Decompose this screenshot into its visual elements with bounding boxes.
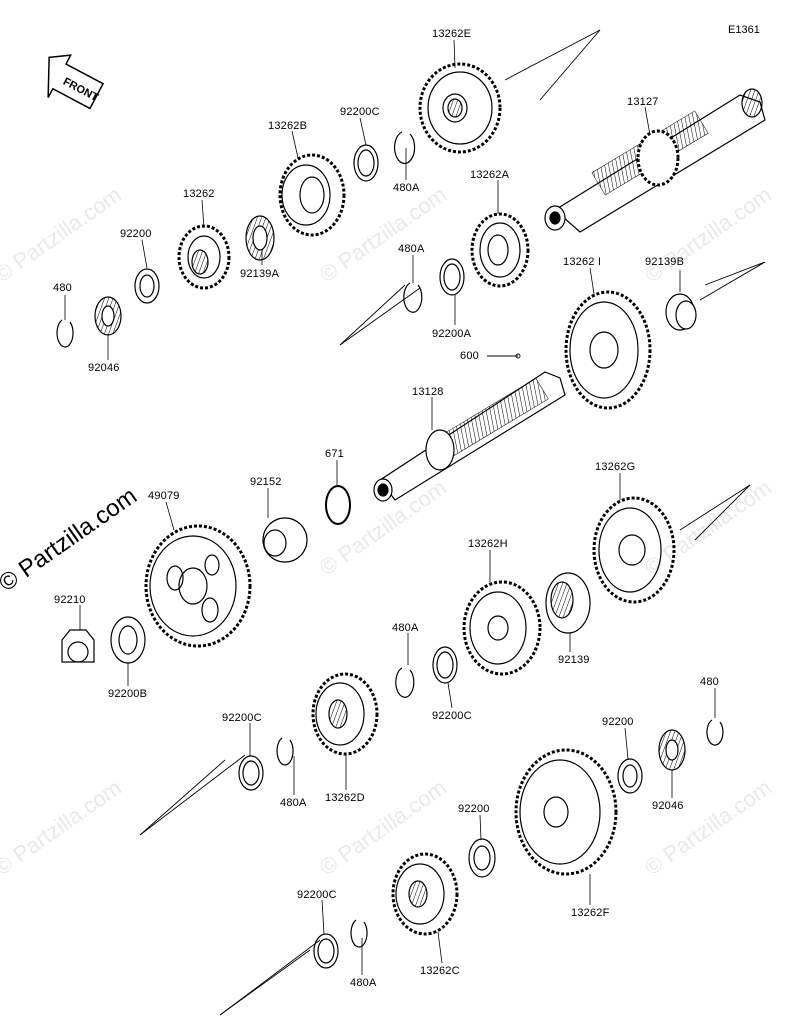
label-671: 671 [325, 448, 344, 460]
label-480A: 480A [398, 243, 425, 255]
label-13262G: 13262G [595, 461, 636, 473]
label-49079: 49079 [148, 490, 180, 502]
gear-13262C-icon [391, 852, 459, 936]
gear-13262H-icon [462, 580, 542, 676]
label-480: 480 [700, 676, 719, 688]
label-13127: 13127 [627, 96, 659, 108]
gear-13262I-icon [564, 290, 652, 410]
label-13262: 13262 [183, 188, 215, 200]
washer-92200-icon [468, 838, 496, 878]
label-92200A: 92200A [432, 328, 472, 340]
circlip-480A-icon [403, 282, 423, 313]
bearing-92139-icon [545, 572, 591, 634]
gear-49079-icon [144, 524, 252, 648]
label-92046: 92046 [88, 362, 120, 374]
label-480A: 480A [393, 182, 420, 194]
label-13128: 13128 [412, 386, 444, 398]
gear-13262F-icon [514, 748, 618, 876]
collar-92139B-icon [665, 293, 697, 331]
label-480: 480 [53, 282, 72, 294]
label-480A: 480A [280, 797, 307, 809]
label-92200B: 92200B [108, 688, 148, 700]
bearing-92046-icon [658, 729, 686, 771]
label-92200C: 92200C [297, 889, 337, 901]
circlip-480A-icon [394, 131, 416, 165]
gear-13262D-icon [311, 672, 379, 756]
label-92139B: 92139B [645, 256, 685, 268]
gear-13262-icon [177, 224, 231, 290]
label-92200C: 92200C [222, 712, 262, 724]
guide-lines [139, 29, 766, 1016]
shaft-13128-icon [373, 371, 566, 502]
washer-92200B-icon [110, 616, 146, 664]
gear-13262G-icon [592, 496, 676, 604]
label-92200: 92200 [602, 716, 634, 728]
label-13262H: 13262H [468, 538, 508, 550]
gear-13262A-icon [470, 212, 530, 288]
washer-92200C-icon [238, 755, 264, 791]
label-92200C: 92200C [432, 710, 472, 722]
label-92046: 92046 [652, 800, 684, 812]
label-92200: 92200 [458, 803, 490, 815]
gear-13262B-icon [278, 153, 346, 237]
circlip-480A-icon [350, 919, 368, 948]
label-600: 600 [460, 350, 479, 362]
label-13262I: 13262 I [563, 256, 602, 268]
label-13262D: 13262D [325, 792, 365, 804]
washer-92200-icon [134, 268, 160, 304]
label-13262C: 13262C [420, 965, 460, 977]
oring-671-icon [325, 485, 351, 525]
washer-92200C-icon [313, 933, 339, 969]
label-92200C: 92200C [340, 106, 380, 118]
label-13262B: 13262B [268, 120, 308, 132]
collar-92152-icon [262, 517, 308, 563]
label-480A: 480A [392, 622, 419, 634]
leader-lines [64, 39, 716, 975]
shaft-13127-icon [544, 88, 766, 233]
washer-92200A-icon [439, 258, 465, 296]
circlip-480A-icon [395, 667, 415, 698]
label-13262A: 13262A [470, 169, 510, 181]
label-92152: 92152 [250, 476, 282, 488]
label-92210: 92210 [54, 594, 86, 606]
label-13262F: 13262F [571, 907, 610, 919]
label-13262E: 13262E [432, 28, 472, 40]
washer-92200C-icon [432, 646, 458, 684]
circlip-480-icon [706, 719, 724, 746]
washer-92200-icon [617, 758, 643, 794]
label-92200: 92200 [120, 228, 152, 240]
label-92139: 92139 [558, 654, 590, 666]
nut-92210-icon [61, 629, 95, 663]
circlip-480A-icon [276, 737, 294, 766]
bearing-92139A-icon [245, 215, 275, 261]
label-92139A: 92139A [240, 268, 280, 280]
bearing-92046-icon [94, 296, 122, 336]
front-arrow-icon: FRONT [47, 54, 105, 110]
circlip-480-icon [56, 319, 74, 348]
gear-13262E-icon [418, 62, 502, 154]
diagram-code: E1361 [728, 24, 760, 36]
label-480A: 480A [350, 977, 377, 989]
